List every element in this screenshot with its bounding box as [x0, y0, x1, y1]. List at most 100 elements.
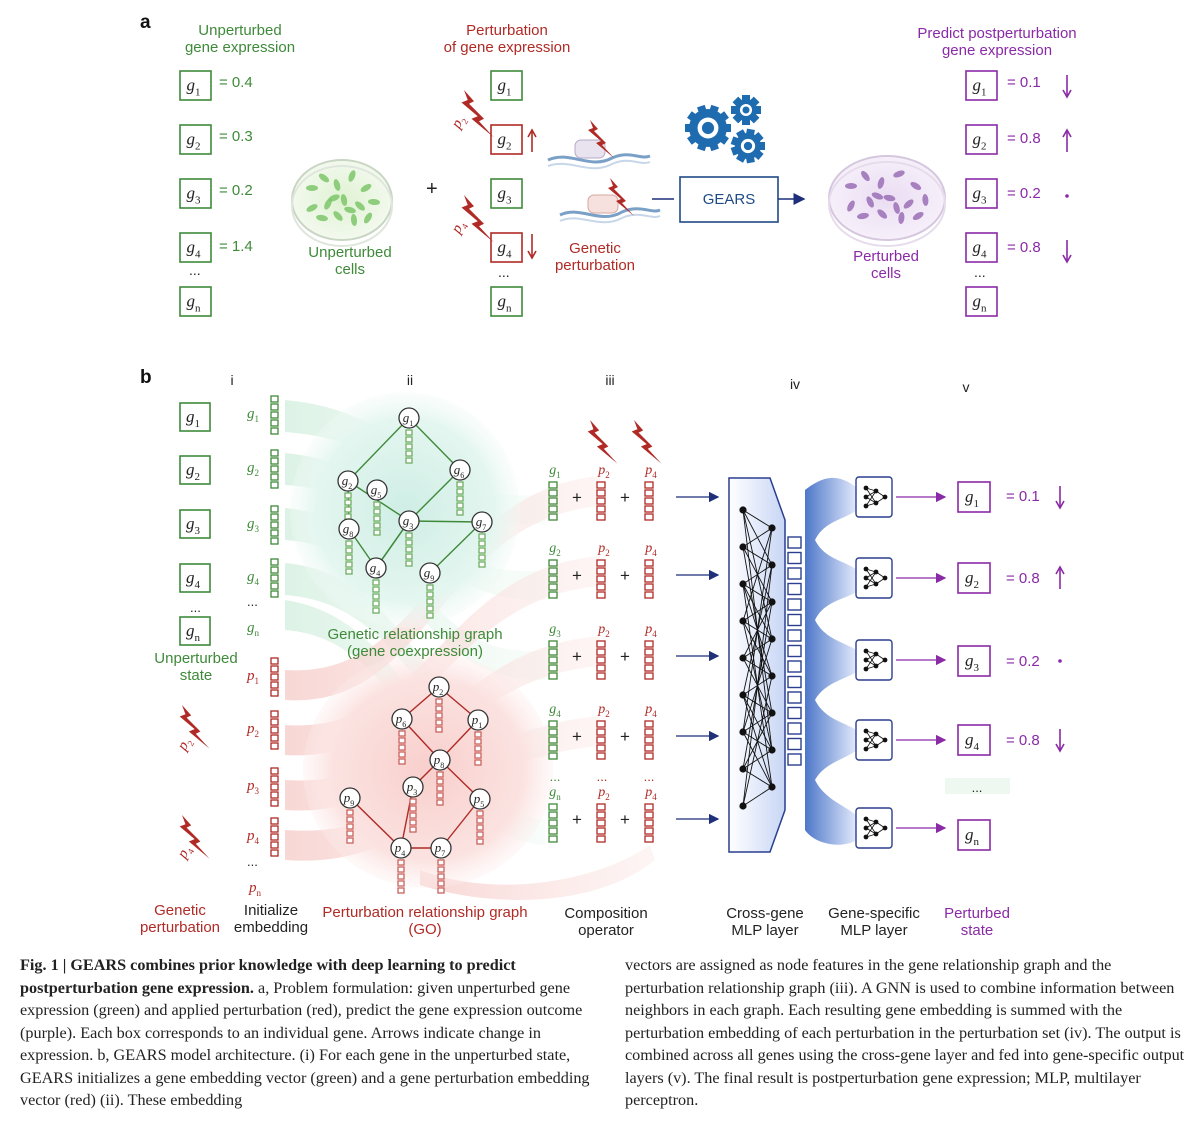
- pert-node-stack-p9: [346, 809, 354, 844]
- panel-b-label: b: [140, 367, 152, 388]
- comp-label-g4: g4: [549, 702, 561, 719]
- cell-green-15: [344, 206, 356, 214]
- mlp-output-cell-6: [787, 629, 802, 642]
- bolt-p4-comp: [631, 420, 662, 464]
- gene-node-stack-g1: [405, 429, 413, 464]
- gene-node-stack-g4: [372, 579, 380, 614]
- cell-purple-6: [903, 199, 914, 209]
- comp-plus-a-3: +: [572, 727, 582, 746]
- mlp-neuron-15: [768, 746, 776, 754]
- mlp-neuron-2: [739, 580, 747, 588]
- comp-label-p2-3: p2: [597, 702, 610, 719]
- output-value-g1: = 0.1: [1006, 488, 1040, 505]
- cell-purple-8: [866, 196, 874, 208]
- ellipsis-b-3: ...: [247, 854, 258, 869]
- mlp-edge-8-1: [742, 564, 773, 807]
- gene-node-stack-g9: [426, 584, 434, 619]
- output-change-g2: [1055, 565, 1065, 589]
- pert-node-stack-p6: [398, 730, 406, 765]
- figure-caption-right: vectors are assigned as node features in…: [625, 954, 1185, 1112]
- mlp-neuron-5: [739, 691, 747, 699]
- column-iii: iii: [605, 372, 615, 388]
- comp-stack-g2: [548, 559, 558, 599]
- cell-green-6: [355, 201, 365, 211]
- mlp-output-cell-10: [787, 691, 802, 704]
- gene-node-stack-g8: [345, 540, 353, 575]
- comp-label-p2-4: p2: [597, 785, 610, 802]
- ellipsis-a-2: ...: [498, 264, 510, 280]
- gears-icon: [685, 95, 765, 164]
- comp-plus-b-1: +: [620, 566, 630, 585]
- cell-purple-14: [871, 192, 884, 200]
- pert-node-p4: [390, 837, 412, 859]
- perturbation-title: Perturbation of gene expression: [443, 22, 571, 57]
- mlp-edge-7-7: [742, 768, 773, 788]
- output-value-g2: = 0.8: [1006, 570, 1040, 587]
- mlp-neuron-9: [768, 524, 776, 532]
- embed-label-g4: g4: [247, 569, 260, 587]
- genetic-perturbation-label-a: Genetic perturbation: [554, 240, 636, 275]
- mlp-output-cell-1: [787, 551, 802, 565]
- mlp-output-cell-8: [787, 660, 802, 673]
- gene-node-g3: [398, 510, 420, 532]
- cell-green-2: [333, 179, 341, 191]
- cell-green-3: [348, 170, 356, 182]
- gene-specific-module-1: [855, 557, 893, 599]
- comp-plus-b-3: +: [620, 727, 630, 746]
- label-p4-a: p4: [448, 217, 470, 238]
- comp-plus-b-0: +: [620, 488, 630, 507]
- cross-gene-mlp-layer: [728, 477, 802, 853]
- unperturbed-value-g3: = 0.2: [219, 182, 253, 199]
- mlp-edge-6-0: [742, 527, 773, 733]
- predicted-box-g4: g4: [965, 232, 998, 263]
- cell-green-0: [306, 185, 318, 191]
- cell-purple-5: [922, 194, 929, 206]
- unperturbed-value-g4: = 1.4: [219, 238, 253, 255]
- embed-stack-p4: [270, 817, 279, 857]
- gene-edge-8: [429, 521, 483, 574]
- label-p2-a: p2: [448, 113, 470, 133]
- gene-edge-1: [408, 417, 461, 471]
- mlp-output-cell-11: [787, 706, 802, 720]
- svg-text:p5: p5: [473, 791, 485, 809]
- predicted-value-g4: = 0.8: [1007, 239, 1041, 256]
- ellipsis-b-1: ...: [190, 600, 201, 615]
- svg-text:p4: p4: [394, 840, 406, 858]
- pert-node-stack-p4: [397, 859, 405, 894]
- state-box-gn: gn: [179, 616, 211, 646]
- gene-specific-module-3: [855, 719, 893, 761]
- gene-node-g7: [471, 511, 493, 533]
- unperturbed-expression-title: Unperturbed gene expression: [184, 22, 296, 57]
- column-iv: iv: [789, 376, 801, 392]
- pert-node-p3: [402, 776, 424, 798]
- pert-node-p6: [391, 708, 413, 730]
- mlp-neuron-8: [739, 802, 747, 810]
- output-value-g3: = 0.2: [1006, 653, 1040, 670]
- bolt-p2-b: [179, 705, 210, 749]
- comp-label-p4-4: p4: [644, 785, 657, 802]
- cell-green-5: [368, 198, 380, 206]
- comp-stack-p4-3: [644, 720, 654, 760]
- mlp-neuron-16: [768, 783, 776, 791]
- svg-text:p9: p9: [343, 790, 355, 808]
- comp-plus-a-2: +: [572, 647, 582, 666]
- unperturbed-value-g1: = 0.4: [219, 74, 253, 91]
- predicted-box-gn: gn: [965, 286, 998, 317]
- mlp-neuron-6: [739, 728, 747, 736]
- embed-label-g3: g3: [247, 516, 260, 534]
- cell-purple-0: [845, 183, 857, 189]
- embed-label-p1: p1: [246, 668, 259, 686]
- gear-small-bottom: [730, 128, 765, 164]
- caption-bold: Fig. 1 | GEARS combines prior knowledge …: [20, 956, 516, 997]
- mlp-neuron-13: [768, 672, 776, 680]
- gene-node-stack-g5: [373, 501, 381, 536]
- mlp-output-cell-7: [787, 644, 802, 658]
- embed-label-gn: gn: [247, 620, 260, 638]
- cell-green-1: [318, 173, 330, 183]
- comp-stack-p2-4: [596, 803, 606, 843]
- mlp-output-cell-4: [787, 598, 802, 611]
- cell-green-7: [340, 194, 348, 206]
